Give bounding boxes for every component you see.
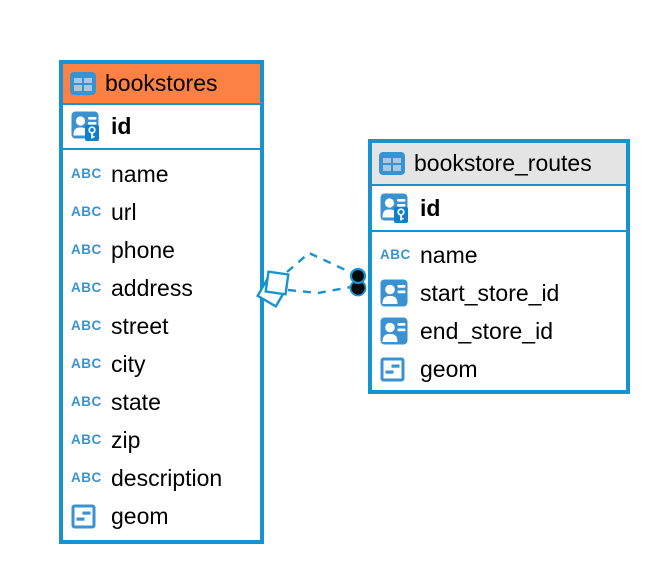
column-row[interactable]: ABC name bbox=[372, 236, 626, 274]
primary-key-icon bbox=[71, 111, 103, 142]
geometry-type-icon bbox=[71, 504, 103, 529]
primary-key-icon bbox=[380, 193, 412, 224]
text-type-icon: ABC bbox=[71, 394, 102, 410]
column-row[interactable]: ABC street bbox=[63, 307, 260, 345]
column-name: url bbox=[111, 198, 137, 225]
text-type-icon: ABC bbox=[71, 166, 102, 182]
table-header[interactable]: bookstore_routes bbox=[372, 143, 626, 186]
column-row[interactable]: geom bbox=[63, 497, 260, 535]
column-row[interactable]: start_store_id bbox=[372, 274, 626, 312]
column-name: start_store_id bbox=[420, 279, 560, 306]
column-row[interactable]: end_store_id bbox=[372, 312, 626, 350]
column-name: end_store_id bbox=[420, 317, 553, 344]
column-row-id[interactable]: id bbox=[372, 186, 626, 232]
column-row[interactable]: ABC address bbox=[63, 269, 260, 307]
table-icon bbox=[379, 152, 405, 175]
entity-table-bookstore-routes[interactable]: bookstore_routes id ABC name bbox=[368, 139, 630, 394]
entity-table-bookstores[interactable]: bookstores id ABC name bbox=[59, 60, 264, 544]
column-row[interactable]: ABC name bbox=[63, 155, 260, 193]
column-row[interactable]: ABC city bbox=[63, 345, 260, 383]
text-type-icon: ABC bbox=[71, 432, 102, 448]
text-type-icon: ABC bbox=[71, 204, 102, 220]
relationship-dot-marker[interactable] bbox=[349, 267, 367, 297]
column-row[interactable]: ABC url bbox=[63, 193, 260, 231]
relationship-line[interactable] bbox=[286, 251, 353, 275]
table-icon bbox=[70, 72, 96, 95]
column-name: phone bbox=[111, 236, 175, 263]
table-name: bookstore_routes bbox=[414, 150, 592, 176]
text-type-icon: ABC bbox=[71, 470, 102, 486]
reference-type-icon bbox=[380, 317, 412, 345]
column-name: city bbox=[111, 350, 146, 377]
columns-compartment: ABC name start_store_id bbox=[372, 232, 626, 390]
columns-compartment: ABC name ABC url ABC phone ABC address A… bbox=[63, 150, 260, 540]
table-name: bookstores bbox=[105, 70, 218, 96]
column-name: id bbox=[111, 113, 132, 139]
column-row[interactable]: ABC zip bbox=[63, 421, 260, 459]
column-name: street bbox=[111, 312, 169, 339]
column-row[interactable]: ABC description bbox=[63, 459, 260, 497]
table-header[interactable]: bookstores bbox=[63, 64, 260, 105]
geometry-type-icon bbox=[380, 357, 412, 382]
column-name: name bbox=[111, 160, 169, 187]
text-type-icon: ABC bbox=[380, 247, 411, 263]
column-name: id bbox=[420, 194, 441, 221]
column-name: zip bbox=[111, 426, 141, 453]
column-row-id[interactable]: id bbox=[63, 105, 260, 150]
column-name: name bbox=[420, 241, 478, 268]
column-name: address bbox=[111, 274, 193, 301]
text-type-icon: ABC bbox=[71, 280, 102, 296]
column-row[interactable]: geom bbox=[372, 350, 626, 388]
column-name: state bbox=[111, 388, 161, 415]
relationship-line[interactable] bbox=[287, 285, 352, 295]
column-row[interactable]: ABC state bbox=[63, 383, 260, 421]
column-name: geom bbox=[111, 502, 169, 529]
column-name: description bbox=[111, 464, 223, 491]
column-row[interactable]: ABC phone bbox=[63, 231, 260, 269]
text-type-icon: ABC bbox=[71, 318, 102, 334]
column-name: geom bbox=[420, 355, 478, 382]
reference-type-icon bbox=[380, 279, 412, 307]
text-type-icon: ABC bbox=[71, 356, 102, 372]
text-type-icon: ABC bbox=[71, 242, 102, 258]
